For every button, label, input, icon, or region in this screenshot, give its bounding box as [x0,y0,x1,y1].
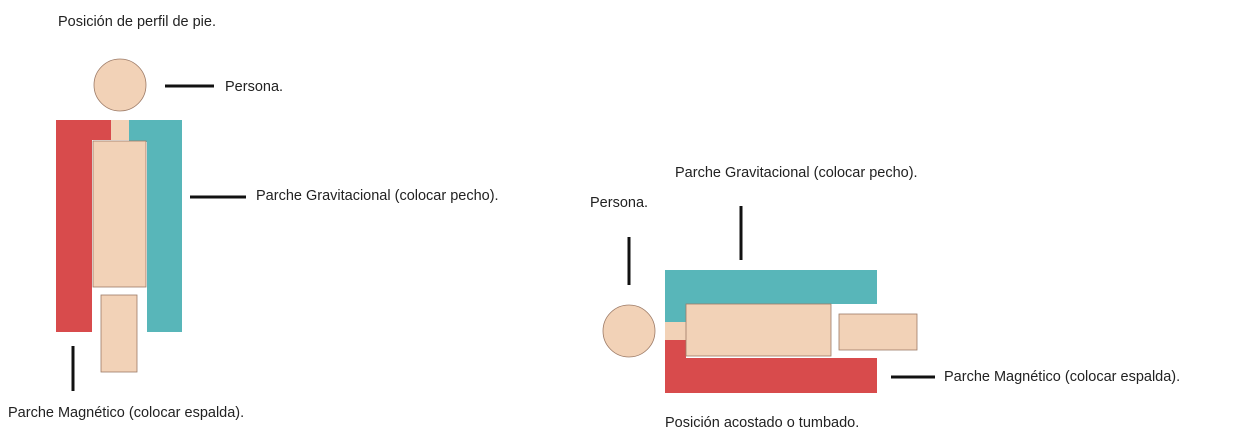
standing-group: Posición de perfil de pie. Persona. Parc… [8,14,499,421]
standing-title: Posición de perfil de pie. [58,14,216,30]
lying-gravitational-patch [665,270,877,322]
lying-gravitational-label: Parche Gravitacional (colocar pecho). [675,165,918,181]
lying-person-label: Persona. [590,195,648,211]
standing-person-head [93,58,147,112]
lying-person-legs [838,313,918,351]
standing-gravitational-label: Parche Gravitacional (colocar pecho). [256,188,499,204]
standing-person-neck [111,120,129,140]
lying-magnetic-label: Parche Magnético (colocar espalda). [944,369,1180,385]
standing-person-legs [100,294,138,373]
standing-gravitational-patch [129,120,182,332]
standing-magnetic-label: Parche Magnético (colocar espalda). [8,405,244,421]
lying-person-torso [685,303,832,357]
lying-person-head [602,304,656,358]
standing-person-label: Persona. [225,79,283,95]
lying-person-neck [665,322,686,340]
lying-group: Persona. Parche Gravitacional (colocar p… [590,165,1180,431]
lying-magnetic-patch [665,340,877,393]
standing-person-torso [92,140,147,288]
lying-title: Posición acostado o tumbado. [665,415,859,429]
standing-magnetic-patch [56,120,111,332]
